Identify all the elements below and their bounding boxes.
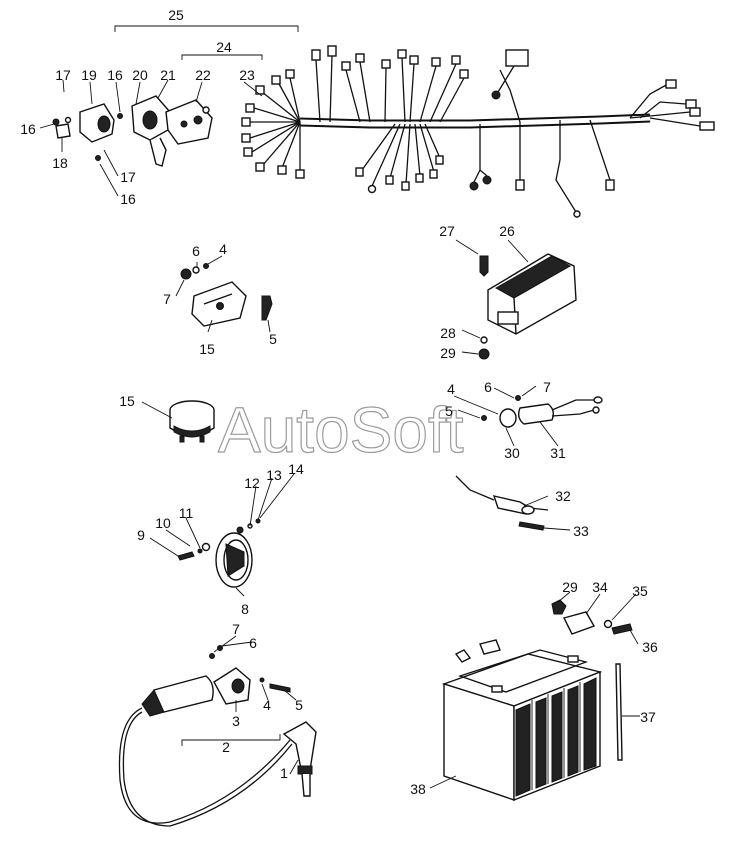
callout-17a: 17 xyxy=(55,67,71,83)
callout-4b: 4 xyxy=(447,381,455,397)
vent-tube-37 xyxy=(615,663,623,761)
nut-7a xyxy=(180,268,192,280)
callout-10: 10 xyxy=(155,515,171,531)
callout-18: 18 xyxy=(52,155,68,171)
callout-16b: 16 xyxy=(20,121,36,137)
callout-16a: 16 xyxy=(107,67,123,83)
ignition-coil-assembly xyxy=(118,645,317,827)
callout-15a: 15 xyxy=(199,341,215,357)
callout-29a: 29 xyxy=(440,345,456,361)
bolt-36 xyxy=(611,623,633,635)
ignition-switch-assembly xyxy=(52,95,213,167)
callout-17b: 17 xyxy=(120,169,136,185)
callout-33: 33 xyxy=(573,523,589,539)
callout-7a: 7 xyxy=(163,291,171,307)
lock-cylinder-22 xyxy=(165,99,213,145)
callout-9: 9 xyxy=(137,527,145,543)
callout-6a: 6 xyxy=(192,243,200,259)
watermark: AutoSoft xyxy=(218,394,464,466)
horn-8 xyxy=(177,518,261,588)
callout-38: 38 xyxy=(410,781,426,797)
harness-upper-branches xyxy=(311,45,469,123)
clamp-30 xyxy=(499,408,517,428)
callout-5c: 5 xyxy=(295,697,303,713)
harness-trunk-core xyxy=(299,115,651,127)
callout-7c: 7 xyxy=(232,621,240,637)
callout-3: 3 xyxy=(232,713,240,729)
bolt-5a xyxy=(261,295,273,321)
callout-20: 20 xyxy=(132,67,148,83)
screw-27 xyxy=(479,255,489,277)
callout-8: 8 xyxy=(241,601,249,617)
wiring-harness xyxy=(114,25,715,218)
callout-31: 31 xyxy=(550,445,566,461)
callout-16c: 16 xyxy=(120,191,136,207)
callout-15b: 15 xyxy=(119,393,135,409)
callout-5a: 5 xyxy=(269,331,277,347)
callout-34: 34 xyxy=(592,579,608,595)
callout-23: 23 xyxy=(239,67,255,83)
callout-37: 37 xyxy=(640,709,656,725)
harness-left-branches xyxy=(241,69,305,179)
fuse-33 xyxy=(518,521,545,531)
callout-7b: 7 xyxy=(543,379,551,395)
voltage-regulator-26 xyxy=(478,253,577,360)
nut-29b xyxy=(551,599,567,615)
screw-9 xyxy=(177,551,195,561)
callout-6b: 6 xyxy=(484,379,492,395)
callout-24: 24 xyxy=(216,39,232,55)
bracket-24 xyxy=(181,54,263,60)
capacitor-31-assembly xyxy=(481,395,603,428)
callout-4c: 4 xyxy=(263,697,271,713)
terminal-34 xyxy=(562,611,596,635)
callout-5b: 5 xyxy=(445,403,453,419)
screw-16b xyxy=(95,155,101,161)
coil-body-3 xyxy=(152,675,214,713)
callout-22: 22 xyxy=(195,67,211,83)
collar-18 xyxy=(55,123,71,139)
bracket-25 xyxy=(114,25,299,32)
callout-27: 27 xyxy=(439,223,455,239)
battery-38 xyxy=(441,599,633,802)
leader-lines xyxy=(39,79,640,789)
callout-29b: 29 xyxy=(562,579,578,595)
callout-19: 19 xyxy=(81,67,97,83)
callout-1: 1 xyxy=(280,765,288,781)
callout-2: 2 xyxy=(222,739,230,755)
callout-13: 13 xyxy=(266,467,282,483)
callout-21: 21 xyxy=(160,67,176,83)
capacitor-body-31 xyxy=(517,403,555,425)
callout-25: 25 xyxy=(168,7,184,23)
fuse-holder-32 xyxy=(455,475,549,531)
harness-right-branches xyxy=(469,49,715,218)
callout-4a: 4 xyxy=(219,241,227,257)
callout-32: 32 xyxy=(555,488,571,504)
callout-12: 12 xyxy=(244,475,260,491)
callout-35: 35 xyxy=(632,583,648,599)
harness-lower-branches xyxy=(355,123,444,194)
callout-26: 26 xyxy=(499,223,515,239)
callout-14: 14 xyxy=(288,461,304,477)
nut-29a xyxy=(478,348,490,360)
callout-6c: 6 xyxy=(249,635,257,651)
screw-16a xyxy=(52,118,60,126)
callout-36: 36 xyxy=(642,639,658,655)
callout-30: 30 xyxy=(504,445,520,461)
relay-15-upper xyxy=(180,263,273,327)
callout-28: 28 xyxy=(440,325,456,341)
callout-11: 11 xyxy=(179,505,194,521)
switch-body-19 xyxy=(79,103,115,143)
relay-15-lower xyxy=(169,400,215,443)
